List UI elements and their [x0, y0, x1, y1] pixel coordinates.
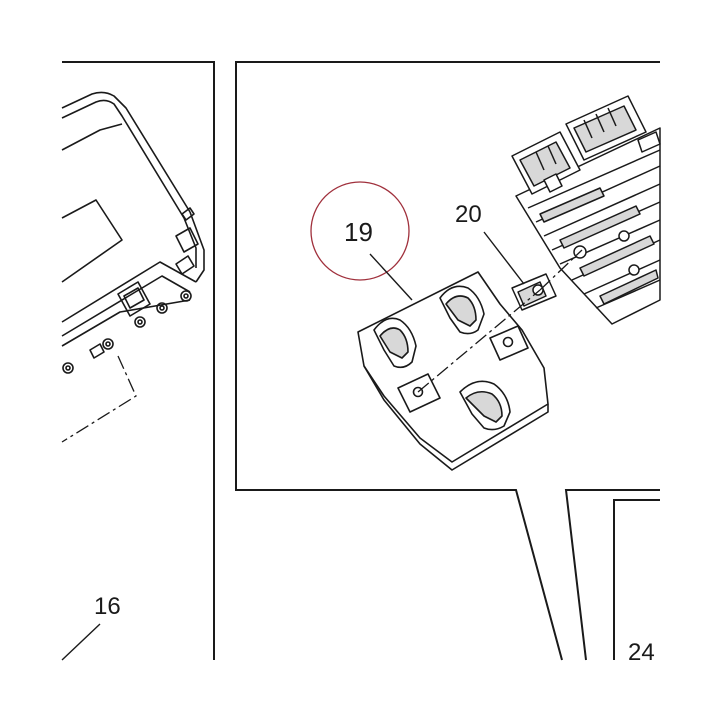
callout-19: 19	[344, 217, 373, 247]
callout-16: 16	[94, 593, 121, 620]
callout-24: 24	[628, 639, 655, 666]
callout-20: 20	[455, 201, 482, 228]
leader-19	[369, 253, 413, 301]
left-assembly-line	[61, 355, 137, 443]
detail-box	[235, 61, 660, 661]
bracket-part-19-drawing	[357, 271, 549, 471]
leader-16	[61, 623, 101, 661]
clip-part-20-drawing	[511, 273, 557, 311]
assembly-line-bracket-to-clip	[417, 289, 541, 393]
bottom-right-panel-border	[613, 499, 660, 660]
left-panel-border	[62, 61, 215, 660]
assembly-line-clip-to-module	[539, 249, 583, 291]
leader-20	[483, 231, 525, 285]
left-panel	[62, 61, 215, 660]
ecu-housing-drawing	[61, 91, 205, 374]
highlight-circle-19	[310, 181, 410, 281]
regulator-module-drawing	[511, 95, 661, 325]
